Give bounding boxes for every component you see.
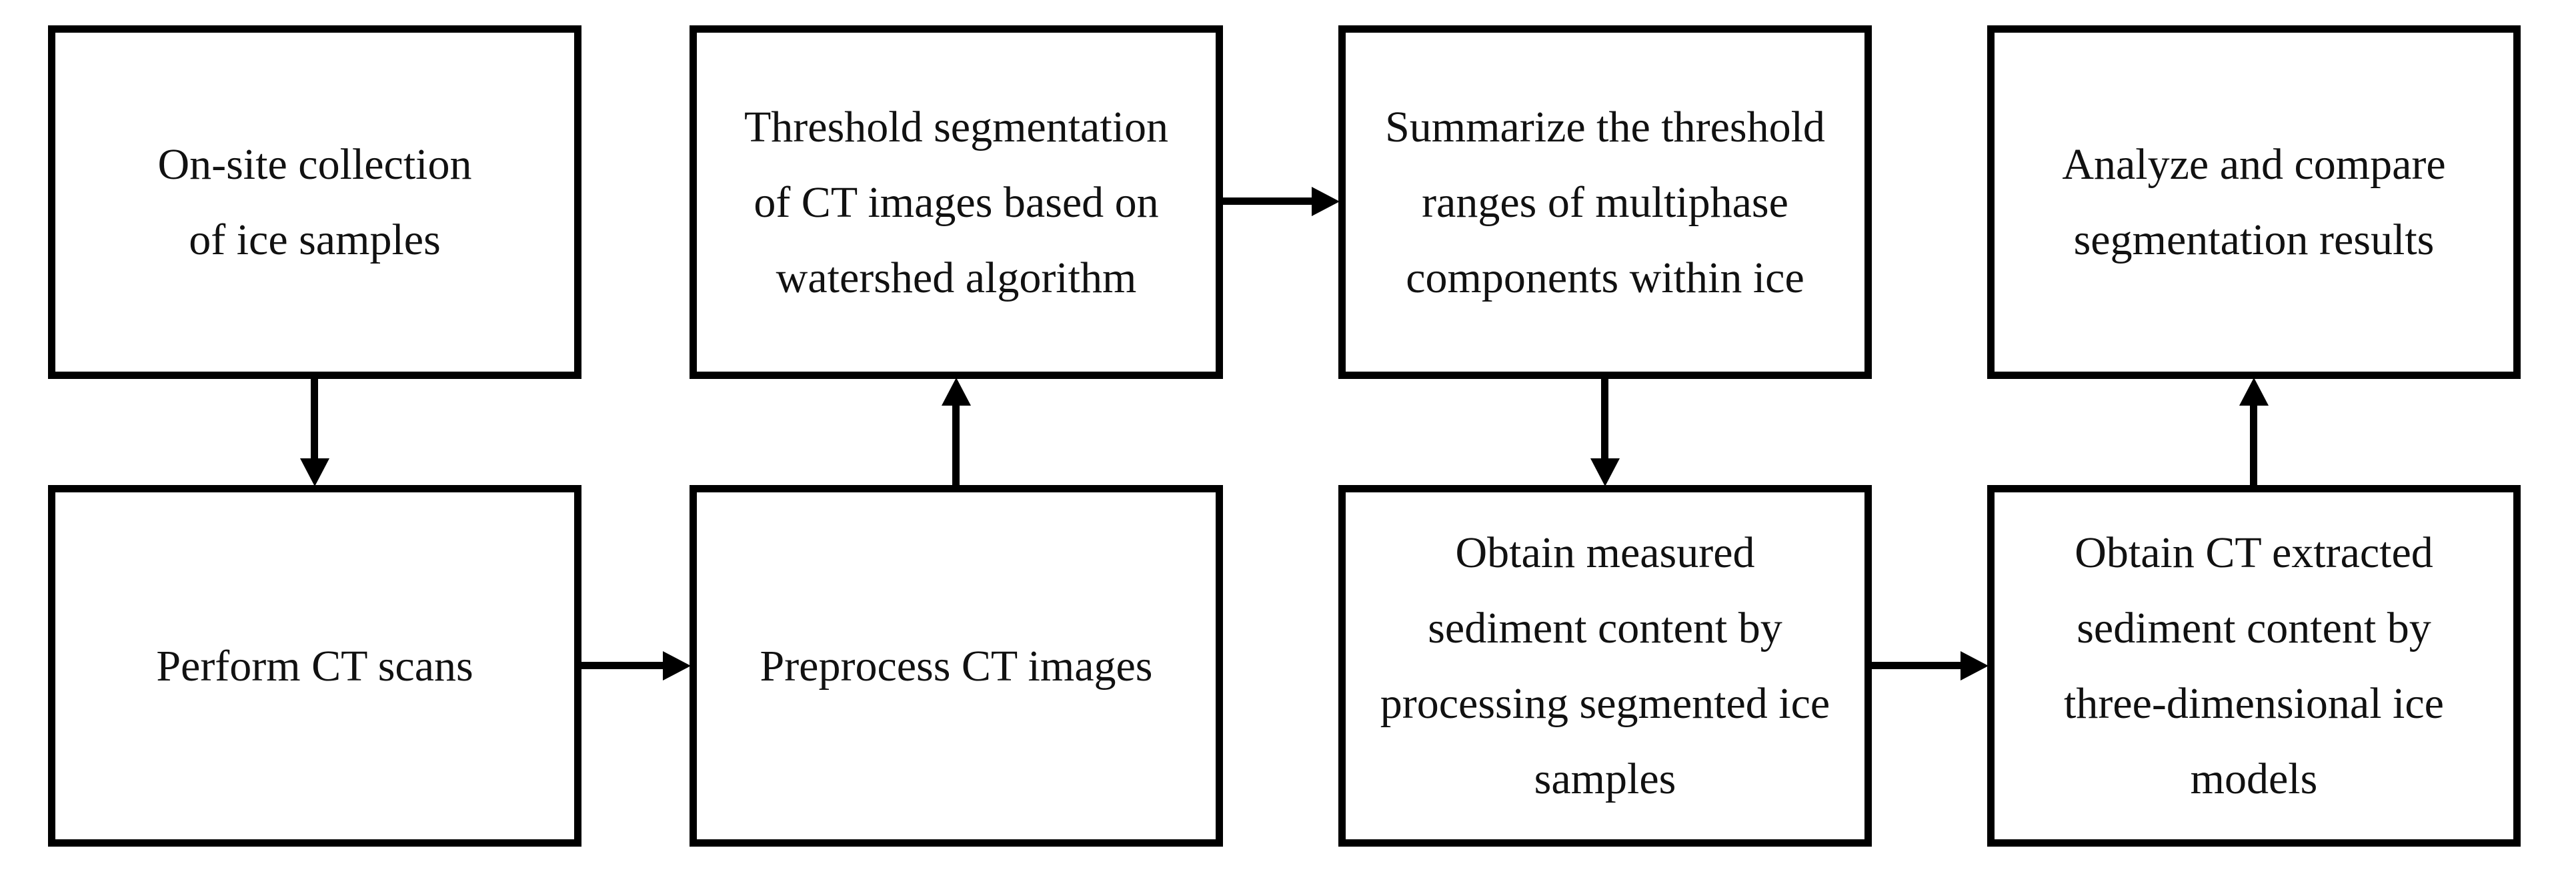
arrowhead-up-icon [2239,378,2269,406]
arrow-preprocess-to-threshold [942,378,971,486]
arrowhead-right-icon [1312,187,1340,216]
arrow-shaft [1870,662,1962,669]
flow-box-obtain-ct-extracted-sediment: Obtain CT extracted sediment content by … [1987,485,2521,847]
flow-box-analyze-compare-results: Analyze and compare segmentation results [1987,25,2521,379]
flow-box-preprocess-ct-images: Preprocess CT images [690,485,1223,847]
arrow-scans-to-preprocess [580,651,691,681]
arrowhead-right-icon [663,651,691,681]
box-line: ranges of multiphase [1422,177,1788,227]
box-line: sediment content by [1428,604,1782,652]
box-line: processing segmented ice [1380,679,1830,728]
box-line: Preprocess CT images [760,641,1153,691]
flow-box-on-site-collection: On-site collection of ice samples [48,25,581,379]
box-line: sediment content by [2077,604,2431,652]
box-line: Perform CT scans [156,641,473,691]
box-line: Summarize the threshold [1385,102,1825,151]
arrow-shaft [311,378,318,460]
box-line: of CT images based on [754,177,1159,227]
arrow-summarize-to-measured [1590,378,1620,486]
arrow-shaft [952,404,960,486]
arrowhead-down-icon [1590,458,1620,486]
arrowhead-right-icon [1961,651,1989,681]
box-line: models [2190,755,2318,803]
arrow-collection-to-scans [300,378,329,486]
box-line: Threshold segmentation [744,102,1169,151]
arrowhead-down-icon [300,458,329,486]
flow-box-perform-ct-scans: Perform CT scans [48,485,581,847]
arrow-shaft [1601,378,1608,460]
box-line: components within ice [1406,253,1804,302]
arrowhead-up-icon [942,378,971,406]
arrow-measured-to-extracted [1870,651,1989,681]
box-line: three-dimensional ice [2064,679,2444,728]
box-line: Analyze and compare [2062,140,2446,189]
arrow-shaft [2250,404,2257,486]
flow-box-summarize-threshold-ranges: Summarize the threshold ranges of multip… [1338,25,1872,379]
arrow-threshold-to-summarize [1222,187,1340,216]
box-line: Obtain CT extracted [2075,528,2433,577]
box-line: watershed algorithm [776,253,1137,302]
box-line: of ice samples [189,215,441,264]
box-line: On-site collection [157,140,472,189]
box-line: samples [1534,755,1676,803]
box-line: Obtain measured [1455,528,1755,577]
arrow-shaft [580,662,664,669]
arrow-shaft [1222,197,1313,205]
box-line: segmentation results [2073,215,2435,264]
flow-box-threshold-segmentation: Threshold segmentation of CT images base… [690,25,1223,379]
arrow-extracted-to-analyze [2239,378,2269,486]
flow-box-obtain-measured-sediment: Obtain measured sediment content by proc… [1338,485,1872,847]
